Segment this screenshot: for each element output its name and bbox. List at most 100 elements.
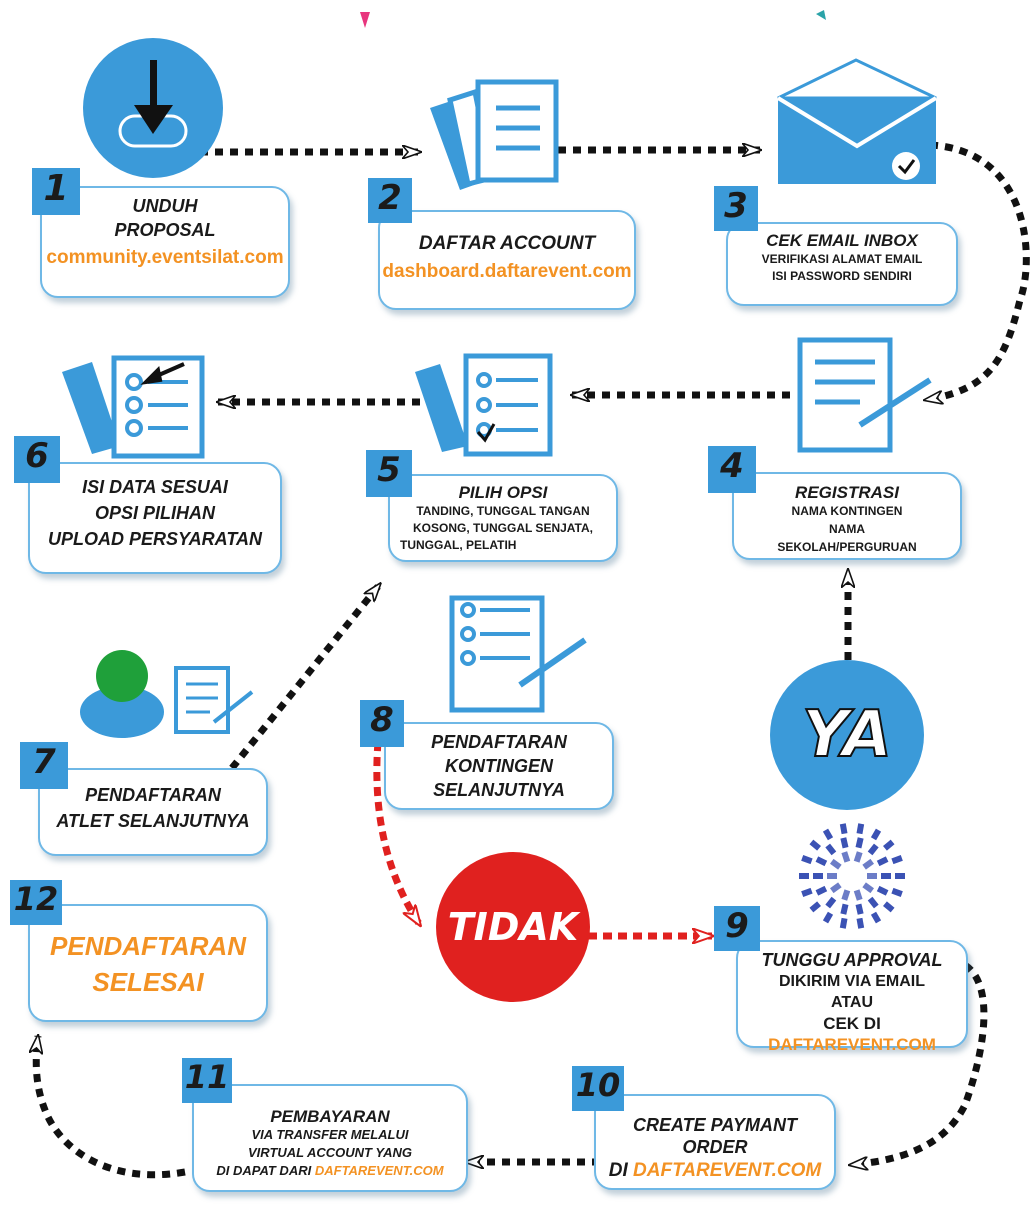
spinner-segment: [895, 873, 905, 879]
loading-spinner-icon: [799, 823, 905, 929]
spinner-segment: [840, 837, 849, 849]
step-10-line-1: CREATE PAYMANT: [633, 1115, 797, 1135]
step-11-link[interactable]: DAFTAREVENT.COM: [314, 1163, 444, 1178]
step-6-card: ISI DATA SESUAI OPSI PILIHAN UPLOAD PERS…: [28, 462, 282, 574]
step-12-line-1: PENDAFTARAN: [50, 931, 246, 961]
spinner-segment: [856, 917, 865, 929]
step-11-line-2: VIRTUAL ACCOUNT YANG: [248, 1145, 412, 1160]
spinner-segment: [862, 858, 874, 870]
envelope-icon: [776, 58, 938, 184]
spinner-segment: [881, 873, 891, 879]
spinner-segment: [870, 828, 882, 841]
step-5-number: 5: [366, 450, 412, 497]
spinner-segment: [799, 873, 809, 879]
spinner-segment: [867, 843, 879, 856]
step-4-title: REGISTRASI: [795, 483, 899, 502]
form-checklist-pen-icon: [449, 595, 587, 713]
step-9-title: TUNGGU APPROVAL: [761, 950, 943, 970]
checklist-icon: [415, 353, 553, 457]
step-4-line-1: NAMA KONTINGEN: [791, 504, 903, 518]
spinner-segment: [809, 839, 821, 851]
step-5-line-1: TANDING, TUNGGAL TANGAN: [416, 504, 590, 518]
step-4-number: 4: [708, 446, 756, 493]
step-1-line-2: PROPOSAL: [114, 220, 216, 240]
step-2-line-1: DAFTAR ACCOUNT: [418, 233, 596, 254]
step-6-line-2: OPSI PILIHAN: [94, 503, 215, 523]
step-12-number: 12: [10, 880, 62, 925]
spinner-segment: [825, 843, 837, 856]
spinner-segment: [827, 873, 837, 879]
step-8-line-2: KONTINGEN: [445, 756, 553, 776]
step-9-link[interactable]: DAFTAREVENT.COM: [768, 1035, 936, 1054]
top-pink-mark: [360, 12, 370, 28]
step-12-card: PENDAFTARAN SELESAI: [28, 904, 268, 1022]
spinner-segment: [883, 839, 895, 851]
spinner-segment: [855, 837, 864, 849]
connector-9-10: [850, 962, 988, 1165]
step-9-card: TUNGGU APPROVAL DIKIRIM VIA EMAIL ATAU C…: [736, 940, 968, 1054]
step-1-line-1: UNDUH: [132, 196, 198, 216]
spinner-segment: [841, 851, 851, 863]
step-3-line-2: ISI PASSWORD SENDIRI: [772, 269, 912, 283]
step-7-number: 7: [20, 742, 68, 789]
spinner-segment: [876, 885, 889, 896]
step-5-card: PILIH OPSI TANDING, TUNGGAL TANGAN KOSON…: [388, 474, 618, 562]
spinner-segment: [830, 882, 842, 894]
connector-3-4: [925, 141, 1030, 400]
spinner-segment: [841, 889, 851, 901]
step-8-line-1: PENDAFTARAN: [431, 732, 567, 752]
spinner-segment: [801, 855, 813, 865]
step-5-line-3: TUNGGAL, PELATIH: [400, 538, 517, 552]
step-4-card: REGISTRASI NAMA KONTINGEN NAMA SEKOLAH/P…: [732, 472, 962, 560]
spinner-segment: [813, 873, 823, 879]
step-11-line-1: VIA TRANSFER MELALUI: [251, 1127, 409, 1142]
spinner-segment: [891, 887, 903, 897]
step-1-link[interactable]: community.eventsilat.com: [46, 247, 284, 268]
decision-no-label: TIDAK: [447, 905, 579, 949]
spinner-segment: [853, 851, 863, 863]
spinner-segment: [876, 856, 889, 867]
form-pen-icon: [797, 337, 932, 453]
step-10-line-2: ORDER: [682, 1137, 748, 1157]
step-10-prefix: DI: [608, 1160, 634, 1181]
step-6-line-3: UPLOAD PERSYARATAN: [47, 529, 262, 549]
step-10-card: CREATE PAYMANT ORDER DI DAFTAREVENT.COM: [594, 1094, 836, 1190]
download-icon: [83, 38, 223, 178]
step-9-line-2: ATAU: [830, 994, 874, 1011]
step-8-line-3: SELANJUTNYA: [433, 780, 565, 800]
step-5-title: PILIH OPSI: [458, 483, 548, 502]
top-teal-mark: [816, 10, 826, 20]
decision-yes: YA: [770, 660, 924, 810]
step-9-number: 9: [714, 906, 760, 951]
spinner-segment: [867, 896, 879, 909]
spinner-segment: [815, 856, 828, 867]
step-11-prefix: DI DAPAT DARI: [216, 1163, 315, 1178]
spinner-segment: [839, 823, 848, 835]
step-2-link[interactable]: dashboard.daftarevent.com: [382, 261, 632, 282]
step-11-title: PEMBAYARAN: [270, 1107, 390, 1126]
spinner-segment: [862, 882, 874, 894]
step-3-line-1: VERIFIKASI ALAMAT EMAIL: [761, 252, 923, 266]
step-10-link[interactable]: DAFTAREVENT.COM: [633, 1160, 822, 1181]
step-2-card: DAFTAR ACCOUNT dashboard.daftarevent.com: [378, 210, 636, 310]
step-9-prefix: CEK DI: [823, 1014, 881, 1033]
spinner-segment: [883, 901, 895, 913]
spinner-segment: [830, 858, 842, 870]
spinner-segment: [853, 889, 863, 901]
step-5-line-2: KOSONG, TUNGGAL SENJATA,: [412, 521, 593, 535]
step-3-number: 3: [714, 186, 758, 231]
decision-yes-label: YA: [801, 697, 893, 773]
step-7-card: PENDAFTARAN ATLET SELANJUTNYA: [38, 768, 268, 856]
step-10-number: 10: [572, 1066, 624, 1111]
spinner-segment: [809, 901, 821, 913]
connector-7-5: [229, 584, 380, 771]
spinner-segment: [870, 911, 882, 924]
step-3-title: CEK EMAIL INBOX: [766, 231, 918, 250]
connector-11-12: [36, 1036, 186, 1179]
spinner-segment: [801, 887, 813, 897]
step-1-card: UNDUH PROPOSAL community.eventsilat.com: [40, 186, 290, 298]
spinner-segment: [815, 885, 828, 896]
step-4-line-3: SEKOLAH/PERGURUAN: [777, 540, 917, 554]
step-3-card: CEK EMAIL INBOX VERIFIKASI ALAMAT EMAIL …: [726, 222, 958, 306]
